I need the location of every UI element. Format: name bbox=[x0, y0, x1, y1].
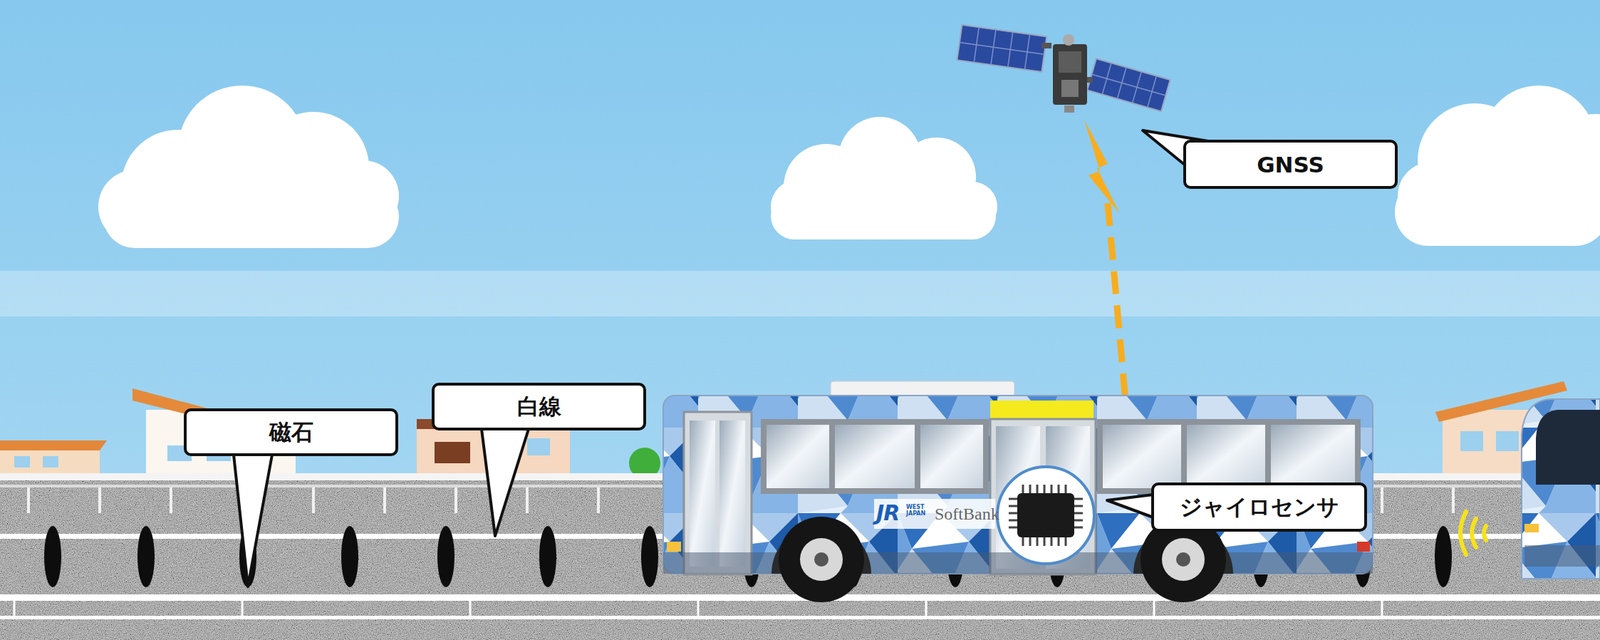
callout-tails bbox=[481, 428, 529, 536]
chip-icon bbox=[1017, 492, 1075, 538]
bus-logo-text: JR bbox=[876, 500, 900, 526]
house bbox=[1495, 430, 1519, 451]
bus bbox=[689, 420, 716, 567]
satellite bbox=[1062, 34, 1075, 46]
house bbox=[42, 455, 59, 468]
house bbox=[527, 438, 550, 456]
bus bbox=[663, 381, 1373, 602]
bus bbox=[1524, 523, 1539, 533]
cloud bbox=[1394, 85, 1600, 246]
satellite bbox=[1058, 51, 1082, 73]
bus bbox=[1357, 541, 1370, 552]
cloud bbox=[770, 192, 996, 240]
satellite bbox=[1087, 58, 1170, 112]
bus bbox=[1176, 552, 1191, 567]
bus bbox=[683, 411, 752, 575]
satellite bbox=[956, 24, 1047, 72]
house bbox=[0, 440, 107, 451]
magnets bbox=[44, 525, 62, 587]
chip-icon bbox=[1022, 484, 1066, 493]
magnets bbox=[437, 525, 455, 587]
bus-logo-text: WEST JAPAN bbox=[906, 503, 927, 517]
signal-wave bbox=[1471, 518, 1477, 548]
satellite bbox=[1087, 58, 1170, 112]
bus bbox=[1161, 537, 1205, 581]
callout-tails bbox=[233, 130, 1213, 587]
callout-box: 磁石 bbox=[183, 408, 399, 456]
signal-wave bbox=[1460, 511, 1487, 555]
bus bbox=[834, 424, 915, 488]
callout-tails bbox=[1107, 494, 1154, 518]
callout-text: ジャイロセンサ bbox=[1179, 492, 1340, 523]
magnets bbox=[341, 525, 359, 587]
signal-beam bbox=[1107, 203, 1127, 417]
signal-wave bbox=[1483, 525, 1487, 540]
satellite bbox=[1064, 105, 1075, 113]
cloud bbox=[1394, 178, 1600, 246]
house bbox=[0, 440, 107, 478]
callout-text: 白線 bbox=[517, 391, 562, 422]
bus bbox=[663, 395, 1373, 574]
bus bbox=[1521, 398, 1600, 579]
house bbox=[14, 455, 30, 468]
satellite bbox=[1061, 79, 1079, 97]
haze-band bbox=[0, 270, 1600, 317]
bus bbox=[1270, 424, 1355, 488]
chip-icon bbox=[997, 466, 1095, 564]
bus bbox=[990, 418, 1096, 575]
chip-icon bbox=[1008, 498, 1018, 528]
house bbox=[1460, 430, 1484, 451]
bus bbox=[990, 400, 1094, 419]
road-edge-line bbox=[0, 615, 1600, 620]
satellite bbox=[1052, 44, 1088, 105]
bus bbox=[760, 418, 989, 494]
road-edge-ticks bbox=[14, 600, 1383, 617]
magnets bbox=[1434, 525, 1452, 587]
callout-text: GNSS bbox=[1256, 151, 1325, 178]
bus-logo-text: SoftBank bbox=[934, 504, 1000, 524]
satellite bbox=[956, 24, 1170, 113]
cloud bbox=[98, 85, 399, 248]
magnets bbox=[137, 525, 155, 587]
bus bbox=[778, 516, 865, 602]
magnets bbox=[539, 525, 557, 587]
chip-icon bbox=[1008, 484, 1083, 546]
bus bbox=[719, 420, 746, 567]
callout-text: 磁石 bbox=[269, 417, 314, 448]
bus bbox=[830, 381, 1015, 397]
satellite bbox=[1041, 42, 1052, 49]
bus bbox=[1521, 398, 1600, 579]
bus bbox=[766, 424, 830, 488]
signal-bolt bbox=[1084, 119, 1120, 214]
chip-icon bbox=[1074, 498, 1083, 528]
callout-box: GNSS bbox=[1183, 139, 1398, 189]
bus bbox=[814, 552, 829, 567]
house bbox=[434, 441, 471, 464]
signal-wave bbox=[1460, 511, 1467, 555]
chip-icon bbox=[997, 466, 1095, 564]
bus bbox=[1102, 424, 1182, 488]
callout-box: 白線 bbox=[431, 382, 647, 431]
satellite bbox=[1087, 58, 1170, 112]
bus bbox=[1524, 544, 1600, 567]
sky bbox=[0, 0, 1600, 499]
bus bbox=[800, 537, 843, 581]
callout-box: ジャイロセンサ bbox=[1151, 482, 1368, 532]
callout-tails bbox=[233, 454, 273, 587]
satellite bbox=[956, 24, 1047, 72]
bus bbox=[1186, 424, 1266, 488]
road-edge-ticks bbox=[14, 600, 1383, 617]
bus bbox=[666, 541, 682, 552]
magnets bbox=[641, 525, 659, 587]
cloud bbox=[103, 185, 399, 248]
bus bbox=[1535, 409, 1600, 485]
chip-icon bbox=[1022, 537, 1066, 546]
bus bbox=[920, 424, 984, 488]
satellite bbox=[956, 24, 1047, 72]
cloud bbox=[770, 116, 998, 240]
